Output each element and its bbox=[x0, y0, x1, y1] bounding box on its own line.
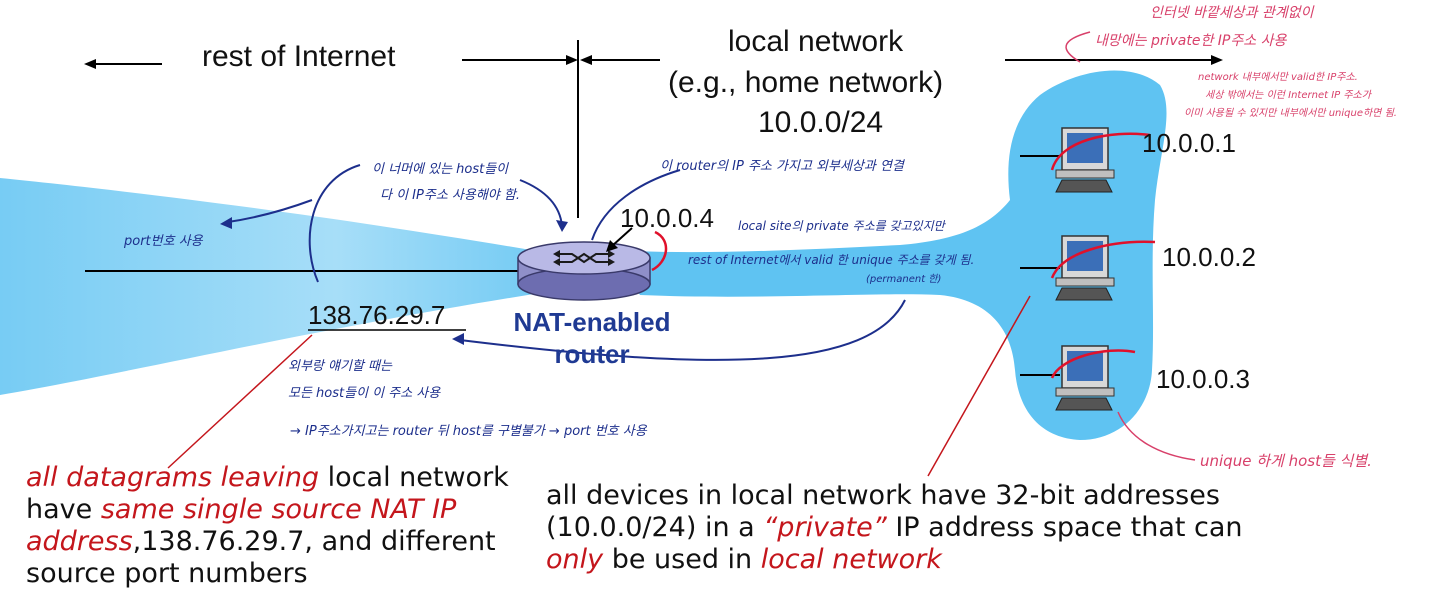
note-router-ip: 이 router의 IP 주소 가지고 외부세상과 연결 bbox=[660, 159, 904, 174]
note-top-right-3: network 내부에서만 valid한 IP주소. bbox=[1198, 72, 1358, 83]
host-computer-icon-2 bbox=[1020, 235, 1115, 301]
red-arc-host3 bbox=[1050, 349, 1136, 379]
local-arrow-head-left bbox=[580, 55, 592, 65]
left-em-2: same single source NAT IP address bbox=[26, 494, 457, 557]
home-network-label: (e.g., home network) bbox=[668, 66, 944, 99]
pointer-right-text bbox=[927, 295, 1031, 477]
left-plain-1: local network have bbox=[26, 462, 509, 525]
host3-ip: 10.0.0.3 bbox=[1156, 364, 1250, 394]
note-outside-1: 외부랑 얘기할 때는 bbox=[288, 359, 392, 374]
router-public-ip: 138.76.29.7 bbox=[308, 300, 446, 330]
note-top-right-2: 내망에는 private한 IP주소 사용 bbox=[1095, 33, 1287, 49]
note-local-site-3: (permanent 한) bbox=[866, 274, 942, 285]
blue-arrow-port bbox=[227, 199, 313, 223]
local-arrow-head-right bbox=[1211, 55, 1223, 65]
note-top-right-4: 세상 밖에서는 이런 Internet IP 주소가 bbox=[1205, 90, 1371, 101]
paragraph-left: all datagrams leaving local network have… bbox=[26, 462, 516, 590]
right-plain-1: all devices in local network have 32-bit… bbox=[546, 480, 1220, 543]
right-em-2: only bbox=[546, 544, 604, 575]
note-port-use: port번호 사용 bbox=[124, 234, 203, 249]
right-plain-3: be used in bbox=[603, 544, 761, 575]
host-computer-icon-3 bbox=[1020, 345, 1115, 411]
note-unique-hosts: unique 하게 host들 식별. bbox=[1200, 452, 1372, 470]
nat-router-label-line1: NAT-enabled bbox=[513, 307, 671, 337]
right-plain-2: IP address space that can bbox=[886, 512, 1243, 543]
local-network-cloud bbox=[610, 70, 1167, 440]
local-subnet-label: 10.0.0/24 bbox=[758, 106, 884, 139]
router-ip-pointer-head bbox=[606, 240, 618, 252]
left-em-1: all datagrams leaving bbox=[26, 462, 320, 493]
paragraph-right: all devices in local network have 32-bit… bbox=[546, 480, 1286, 576]
blue-arc-router-ip bbox=[591, 169, 681, 241]
rest-arrow-head-left bbox=[84, 59, 96, 69]
blue-arc-hosts-behind bbox=[308, 164, 361, 283]
note-outside-2: 모든 host들이 이 주소 사용 bbox=[288, 386, 441, 401]
blue-arc-back-to-public bbox=[459, 299, 906, 361]
note-hosts-behind-2: 다 이 IP주소 사용해야 함. bbox=[380, 188, 520, 203]
rest-arrow-head-right bbox=[566, 55, 578, 65]
note-top-right-1: 인터넷 바깥세상과 관계없이 bbox=[1150, 5, 1314, 21]
router-ip-pointer bbox=[611, 227, 633, 247]
blue-arc-back-head bbox=[452, 333, 464, 345]
host1-ip: 10.0.0.1 bbox=[1142, 128, 1236, 158]
local-network-label: local network bbox=[728, 25, 904, 58]
host-computer-icon-1 bbox=[1020, 127, 1115, 193]
router-local-ip: 10.0.0.4 bbox=[620, 203, 714, 233]
nat-router-label: NAT-enabled router bbox=[497, 306, 687, 370]
nat-router-icon bbox=[517, 241, 651, 301]
internet-cloud bbox=[0, 178, 560, 395]
host2-ip: 10.0.0.2 bbox=[1162, 242, 1256, 272]
right-em-1: “private” bbox=[763, 512, 887, 543]
red-arc-host1 bbox=[1050, 132, 1151, 171]
pink-arc-top bbox=[1065, 31, 1091, 63]
left-plain-2: ,138.76.29.7, and different source port … bbox=[26, 526, 496, 589]
pointer-left-text bbox=[167, 334, 313, 469]
note-top-right-5: 이미 사용될 수 있지만 내부에서만 unique하면 됨. bbox=[1184, 108, 1397, 119]
blue-arc-to-router bbox=[519, 179, 563, 227]
blue-arc-to-router-head bbox=[556, 220, 568, 232]
blue-arrow-port-head bbox=[220, 217, 232, 229]
red-arc-host2 bbox=[1050, 240, 1156, 279]
pink-arc-unique bbox=[1117, 411, 1196, 461]
right-em-3: local network bbox=[760, 544, 942, 575]
note-outside-3: → IP주소가지고는 router 뒤 host를 구별불가 → port 번호… bbox=[290, 424, 647, 439]
rest-of-internet-label: rest of Internet bbox=[202, 40, 396, 73]
nat-router-label-line2: router bbox=[554, 339, 630, 369]
note-local-site-2: rest of Internet에서 valid 한 unique 주소를 갖게… bbox=[688, 253, 975, 267]
note-local-site-1: local site의 private 주소를 갖고있지만 bbox=[738, 219, 945, 233]
note-hosts-behind-1: 이 너머에 있는 host들이 bbox=[372, 162, 509, 177]
red-arc-router bbox=[651, 230, 668, 272]
